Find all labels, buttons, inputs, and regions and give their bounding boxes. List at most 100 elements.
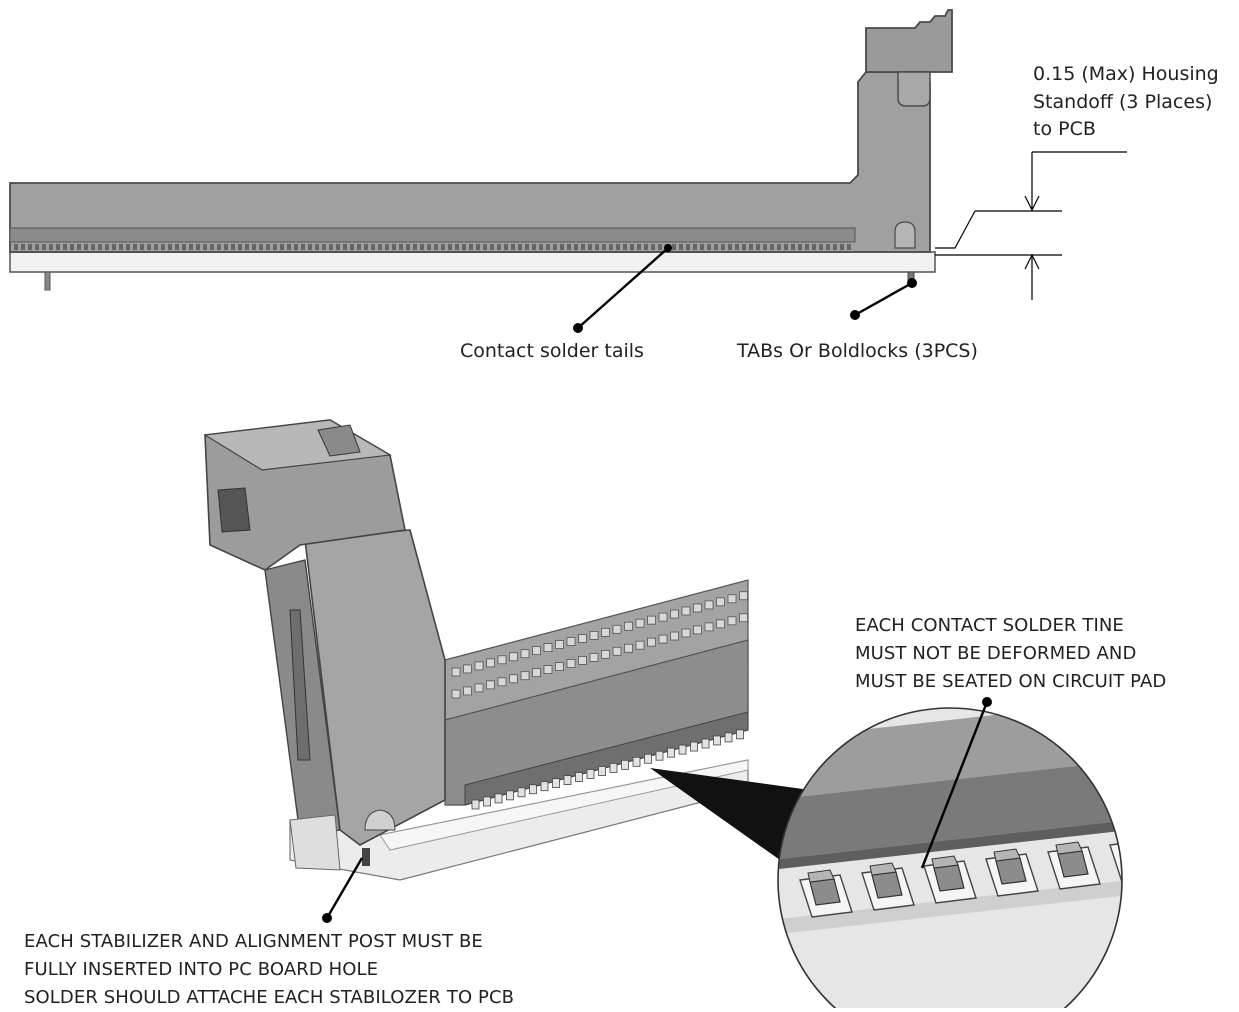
lens-tine-top xyxy=(931,855,959,869)
side-contact-tail xyxy=(98,244,102,250)
iso-contact-slot xyxy=(727,616,737,626)
side-alignment-pin xyxy=(44,271,51,291)
standoff-label-line-3: to PCB xyxy=(1033,118,1096,141)
lens-tine-top xyxy=(1055,841,1083,855)
iso-contact-slot xyxy=(497,677,507,687)
side-contact-tail xyxy=(651,244,655,250)
iso-contact-slot xyxy=(693,625,702,635)
tine-label: EACH CONTACT SOLDER TINE MUST NOT BE DEF… xyxy=(855,612,1166,696)
iso-contact-slot xyxy=(635,640,645,650)
side-contact-tail xyxy=(658,244,662,250)
iso-contact-slot xyxy=(681,628,691,638)
iso-solder-tail xyxy=(678,744,687,755)
lens-tine xyxy=(809,878,841,906)
side-contact-tail xyxy=(546,244,550,250)
side-contact-tail xyxy=(840,244,844,250)
stabilizer-leader-dot xyxy=(322,913,332,923)
isometric-view-connector xyxy=(203,419,1123,1012)
iso-solder-tail xyxy=(563,775,572,785)
side-contact-tail xyxy=(714,244,718,250)
iso-contact-slot xyxy=(578,634,587,643)
iso-contact-slot xyxy=(704,600,714,610)
side-contact-tail xyxy=(14,244,18,250)
standoff-label-line-1: 0.15 (Max) Housing xyxy=(1033,63,1219,85)
iso-solder-tail xyxy=(724,732,733,743)
iso-contact-slot xyxy=(463,686,472,696)
side-contact-tail xyxy=(763,244,767,250)
side-contact-tail xyxy=(826,244,830,250)
iso-solder-tail xyxy=(471,799,480,810)
side-contact-tail xyxy=(609,244,613,250)
iso-contact-slot xyxy=(486,680,495,690)
side-contact-tail xyxy=(35,244,39,250)
iso-solder-tail xyxy=(483,796,491,807)
lens-tine xyxy=(933,864,965,892)
side-contact-tail xyxy=(728,244,732,250)
tabs-leader-dot xyxy=(850,310,860,320)
side-contact-tail xyxy=(497,244,501,250)
iso-foot-left xyxy=(289,814,341,871)
stabilizer-label-line-2: FULLY INSERTED INTO PC BOARD HOLE xyxy=(24,958,379,980)
tine-label-line-2: MUST NOT BE DEFORMED AND xyxy=(855,642,1137,664)
iso-contact-slot xyxy=(716,619,725,629)
side-contact-tail xyxy=(140,244,144,250)
lens-pad xyxy=(1109,839,1122,883)
side-contact-tail xyxy=(693,244,697,250)
iso-pcb-top xyxy=(379,759,749,851)
iso-contact-slot xyxy=(566,659,576,668)
side-contact-tail xyxy=(518,244,522,250)
side-contact-tail xyxy=(441,244,445,250)
side-contact-tail xyxy=(833,244,837,250)
iso-latch-window xyxy=(217,487,251,533)
side-contact-tail xyxy=(133,244,137,250)
stabilizer-leader xyxy=(325,857,364,919)
side-contact-tail xyxy=(511,244,515,250)
side-contact-tail xyxy=(560,244,564,250)
side-contact-tail xyxy=(70,244,74,250)
side-contact-tail xyxy=(21,244,25,250)
iso-contact-slot xyxy=(589,653,599,662)
iso-solder-tail xyxy=(586,769,595,779)
side-contact-tail xyxy=(329,244,333,250)
iso-contact-slot xyxy=(451,667,461,677)
side-contact-tail xyxy=(504,244,508,250)
side-pcb-board xyxy=(9,251,936,273)
side-contact-tail xyxy=(434,244,438,250)
side-contact-tail xyxy=(812,244,816,250)
iso-contact-slot xyxy=(693,603,702,613)
iso-contact-slot xyxy=(589,631,599,640)
side-contact-tail xyxy=(770,244,774,250)
side-contact-tail xyxy=(427,244,431,250)
iso-solder-tail xyxy=(517,787,526,798)
magnified-lens-border xyxy=(777,707,1123,1012)
tine-label-line-3: MUST BE SEATED ON CIRCUIT PAD xyxy=(855,670,1167,692)
iso-contact-slot xyxy=(647,637,656,647)
side-contact-tail xyxy=(616,244,620,250)
iso-solder-tail xyxy=(690,741,698,752)
lens-tine-top xyxy=(807,869,835,883)
side-contact-tail xyxy=(154,244,158,250)
standoff-dimension xyxy=(935,151,1127,300)
iso-solder-tail xyxy=(494,793,503,804)
side-contact-tail xyxy=(322,244,326,250)
side-contact-tail xyxy=(252,244,256,250)
side-contact-tail xyxy=(735,244,739,250)
iso-contact-slot xyxy=(739,591,748,601)
side-contact-tail xyxy=(672,244,676,250)
side-contact-tail xyxy=(203,244,207,250)
side-contact-tail xyxy=(308,244,312,250)
side-contact-tail xyxy=(161,244,165,250)
lens-tine xyxy=(995,857,1027,885)
iso-solder-tail xyxy=(598,766,606,776)
side-contact-tail xyxy=(469,244,473,250)
contact-tails-leader-dot xyxy=(573,323,583,333)
magnified-lens xyxy=(778,708,1122,1012)
iso-solder-tail xyxy=(713,735,721,746)
side-contact-tail xyxy=(637,244,641,250)
side-view-connector xyxy=(9,9,1127,333)
side-contact-tail xyxy=(84,244,88,250)
lens-tine xyxy=(871,871,903,899)
side-contact-tail xyxy=(448,244,452,250)
side-contact-tail xyxy=(413,244,417,250)
